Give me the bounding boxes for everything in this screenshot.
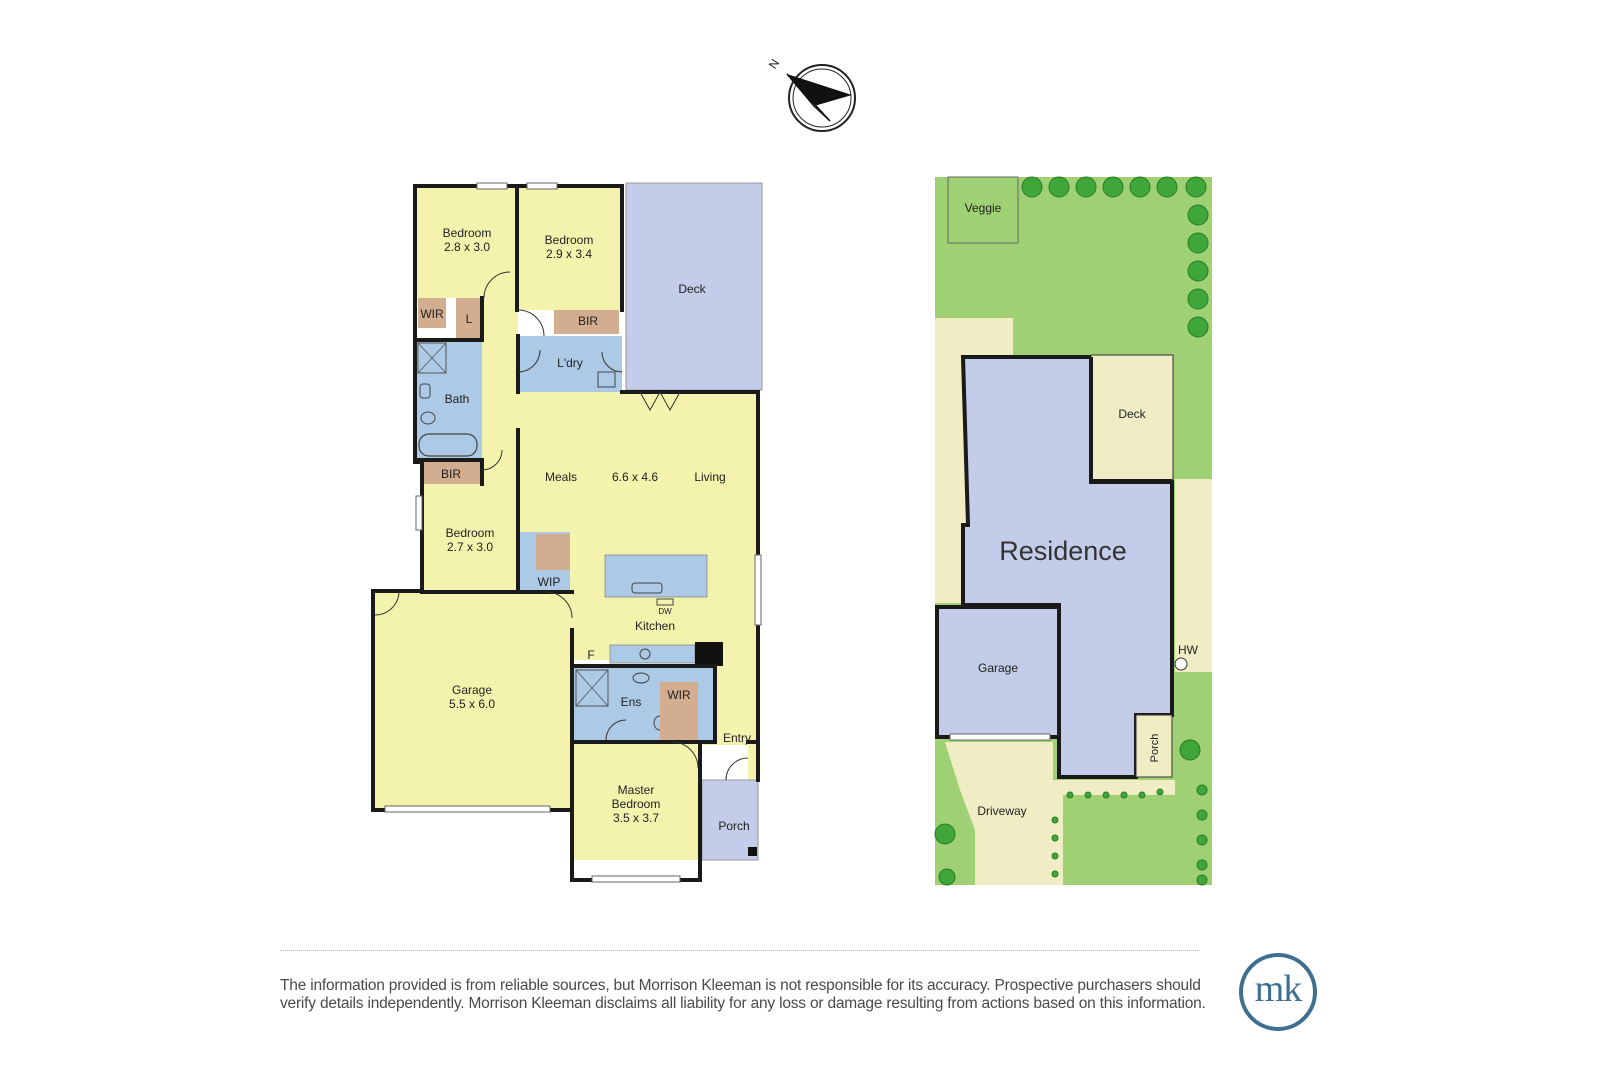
master-label-2: Bedroom [612,797,661,811]
disclaimer-line-2: verify details independently. Morrison K… [280,995,1206,1012]
fridge-label: F [587,648,594,662]
entry-label: Entry [723,731,751,745]
disclaimer: The information provided is from reliabl… [280,977,1210,1013]
bedroom-2 [517,186,622,310]
cooktop-icon [639,648,651,660]
tree-markers [934,176,1209,886]
master-label-1: Master [618,783,655,797]
divider-line [280,950,1200,951]
wir-2 [660,682,698,740]
wip-label: WIP [538,575,561,589]
residence-label: Residence [999,536,1127,566]
laundry-label: L'dry [557,356,583,370]
site-plan: Veggie Deck Residence Garage HW Porch Dr… [934,176,1212,886]
floor-plan: Bedroom 2.8 x 3.0 Bedroom 2.9 x 3.4 WIR … [371,182,763,883]
site-deck-label: Deck [1118,407,1146,421]
north-label: N [766,57,782,72]
bir-2 [554,310,619,334]
bir-1 [421,462,480,484]
morrison-kleeman-logo: mk [1239,953,1317,1031]
living-meals-kitchen [518,392,757,860]
kitchen-bench [609,644,696,664]
linen-label: L [466,312,473,326]
garage-label: Garage [452,683,492,697]
bath-label: Bath [445,392,470,406]
driveway [945,742,1053,885]
bedroom-2-label: Bedroom [545,233,594,247]
disclaimer-line-1: The information provided is from reliabl… [280,977,1201,994]
hw-label: HW [1178,643,1199,657]
veggie-label: Veggie [965,201,1002,215]
wir-2-label: WIR [667,688,691,702]
basin-icon [419,383,431,399]
kitchen-label: Kitchen [635,619,675,633]
deck-area [625,182,763,391]
dw-label: DW [658,607,672,616]
site-garage-label: Garage [978,661,1018,675]
living-label: Living [694,470,725,484]
kitchen-island [604,554,708,598]
laundry-tub-icon [597,371,616,388]
bedroom-3-label: Bedroom [446,526,495,540]
living-size: 6.6 x 4.6 [612,470,658,484]
north-compass-icon: N [766,57,856,132]
door-swings [374,271,749,781]
bedroom-3 [422,484,516,591]
ensuite-label: Ens [621,695,642,709]
bathtub-icon [418,433,478,457]
logo-text: mk [1254,968,1303,1010]
bedroom-1-size: 2.8 x 3.0 [444,240,490,254]
ensuite-basin-icon [632,672,650,684]
wir-1 [418,298,446,328]
ensuite-shower-icon [575,669,609,707]
garage-door [949,733,1051,741]
hot-water-icon [1174,657,1188,671]
bedroom-2-size: 2.9 x 3.4 [546,247,592,261]
shower-icon [417,342,447,374]
bedroom-1-label: Bedroom [443,226,492,240]
site-porch-label: Porch [1149,734,1161,763]
porch-label: Porch [718,819,749,833]
meals-label: Meals [545,470,577,484]
master-size: 3.5 x 3.7 [613,811,659,825]
linen-cupboard [456,298,482,340]
veggie-patch [947,176,1019,244]
wir-1-label: WIR [420,307,444,321]
side-path-east [1175,479,1212,672]
garage-room [373,590,572,810]
windows [384,182,762,883]
sink-icon [631,582,663,594]
garage-size: 5.5 x 6.0 [449,697,495,711]
driveway-label: Driveway [977,804,1026,818]
bedroom-3-size: 2.7 x 3.0 [447,540,493,554]
site-garage [935,605,1061,739]
site-porch [1135,714,1173,778]
bir-2-label: BIR [578,314,598,328]
dishwasher-icon [656,598,674,606]
bir-1-label: BIR [441,467,461,481]
fridge-cavity [695,642,723,666]
toilet-icon [420,411,436,425]
porch-area [701,779,759,861]
deck-label: Deck [678,282,706,296]
master-bedroom [573,742,699,860]
